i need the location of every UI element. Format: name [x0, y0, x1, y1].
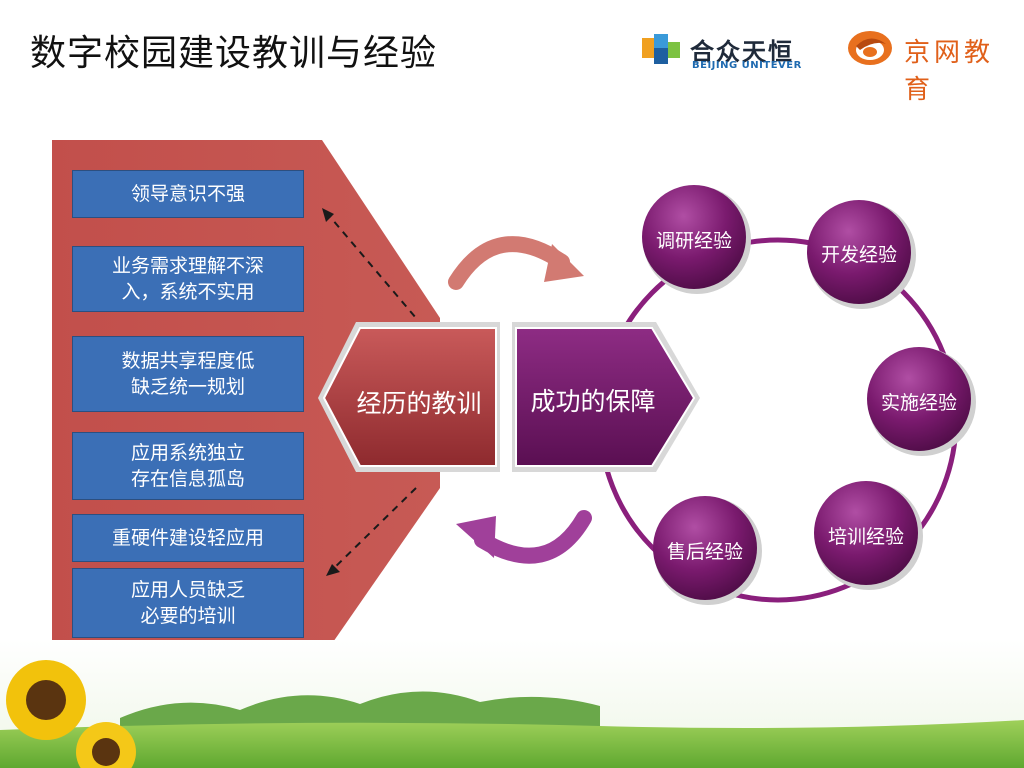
unitever-logo-cn: 合众天恒 — [690, 38, 794, 66]
lesson-box-5: 重硬件建设轻应用 — [72, 514, 304, 562]
guarantee-label: 成功的保障 — [530, 387, 656, 416]
circle-training — [814, 481, 918, 585]
circle-research — [642, 185, 746, 289]
guarantee-hexagon — [515, 327, 696, 467]
unitever-logo-icon — [642, 34, 680, 64]
curved-arrow-top — [448, 236, 570, 290]
sunflower-small — [76, 722, 136, 768]
unitever-logo: 合众天恒 BEIJING UNITEVER — [640, 28, 820, 72]
experience-aftersales-label: 售后经验 — [666, 541, 743, 563]
jingfang-logo: 京网教育 — [846, 26, 1016, 105]
lesson-box-6: 应用人员缺乏 必要的培训 — [72, 568, 304, 638]
sunflower-left — [6, 660, 86, 740]
experience-implementation-label: 实施经验 — [880, 392, 957, 414]
experience-research-label: 调研经验 — [655, 230, 732, 252]
curved-arrow-bottom — [474, 510, 592, 564]
jingfang-logo-cn: 京网教育 — [904, 38, 995, 105]
experience-training-label: 培训经验 — [827, 526, 904, 548]
lesson-box-4: 应用系统独立 存在信息孤岛 — [72, 432, 304, 500]
sunflower-meadow-image — [0, 640, 1024, 768]
dashed-arrow-up — [325, 211, 417, 319]
lessons-hexagon — [322, 327, 497, 467]
lesson-box-1: 领导意识不强 — [72, 170, 304, 218]
circle-aftersales — [653, 496, 757, 600]
circle-implementation — [867, 347, 971, 451]
lesson-box-3: 数据共享程度低 缺乏统一规划 — [72, 336, 304, 412]
page-title: 数字校园建设教训与经验 — [30, 33, 438, 74]
circle-development — [807, 200, 911, 304]
experience-development-label: 开发经验 — [820, 244, 897, 266]
lesson-box-2: 业务需求理解不深 入，系统不实用 — [72, 246, 304, 312]
unitever-logo-en: BEIJING UNITEVER — [692, 60, 802, 71]
lessons-label: 经历的教训 — [356, 389, 482, 418]
jingfang-logo-icon — [848, 31, 892, 65]
